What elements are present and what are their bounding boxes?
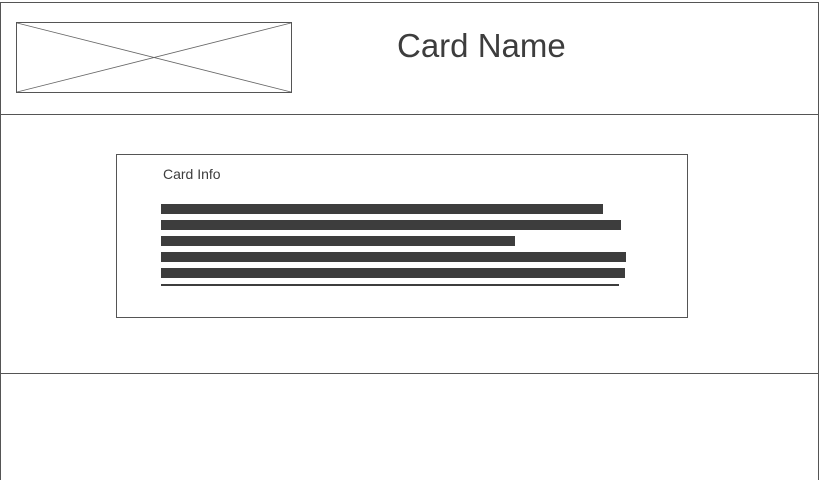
text-line-placeholder (161, 220, 621, 230)
card-info-panel: Card Info (116, 154, 688, 318)
text-line-placeholder (161, 236, 515, 246)
text-line-placeholder (161, 268, 625, 278)
card-name-title: Card Name (397, 27, 566, 64)
card-footer (1, 374, 818, 480)
text-line-placeholder (161, 284, 619, 286)
card-body: Card Info (1, 115, 818, 374)
text-line-placeholder (161, 204, 603, 214)
text-line-placeholder (161, 252, 626, 262)
card-info-label: Card Info (163, 166, 221, 182)
image-placeholder-icon (16, 22, 292, 93)
image-placeholder-cross-icon (17, 23, 291, 92)
card-header: Card Name (1, 3, 818, 115)
